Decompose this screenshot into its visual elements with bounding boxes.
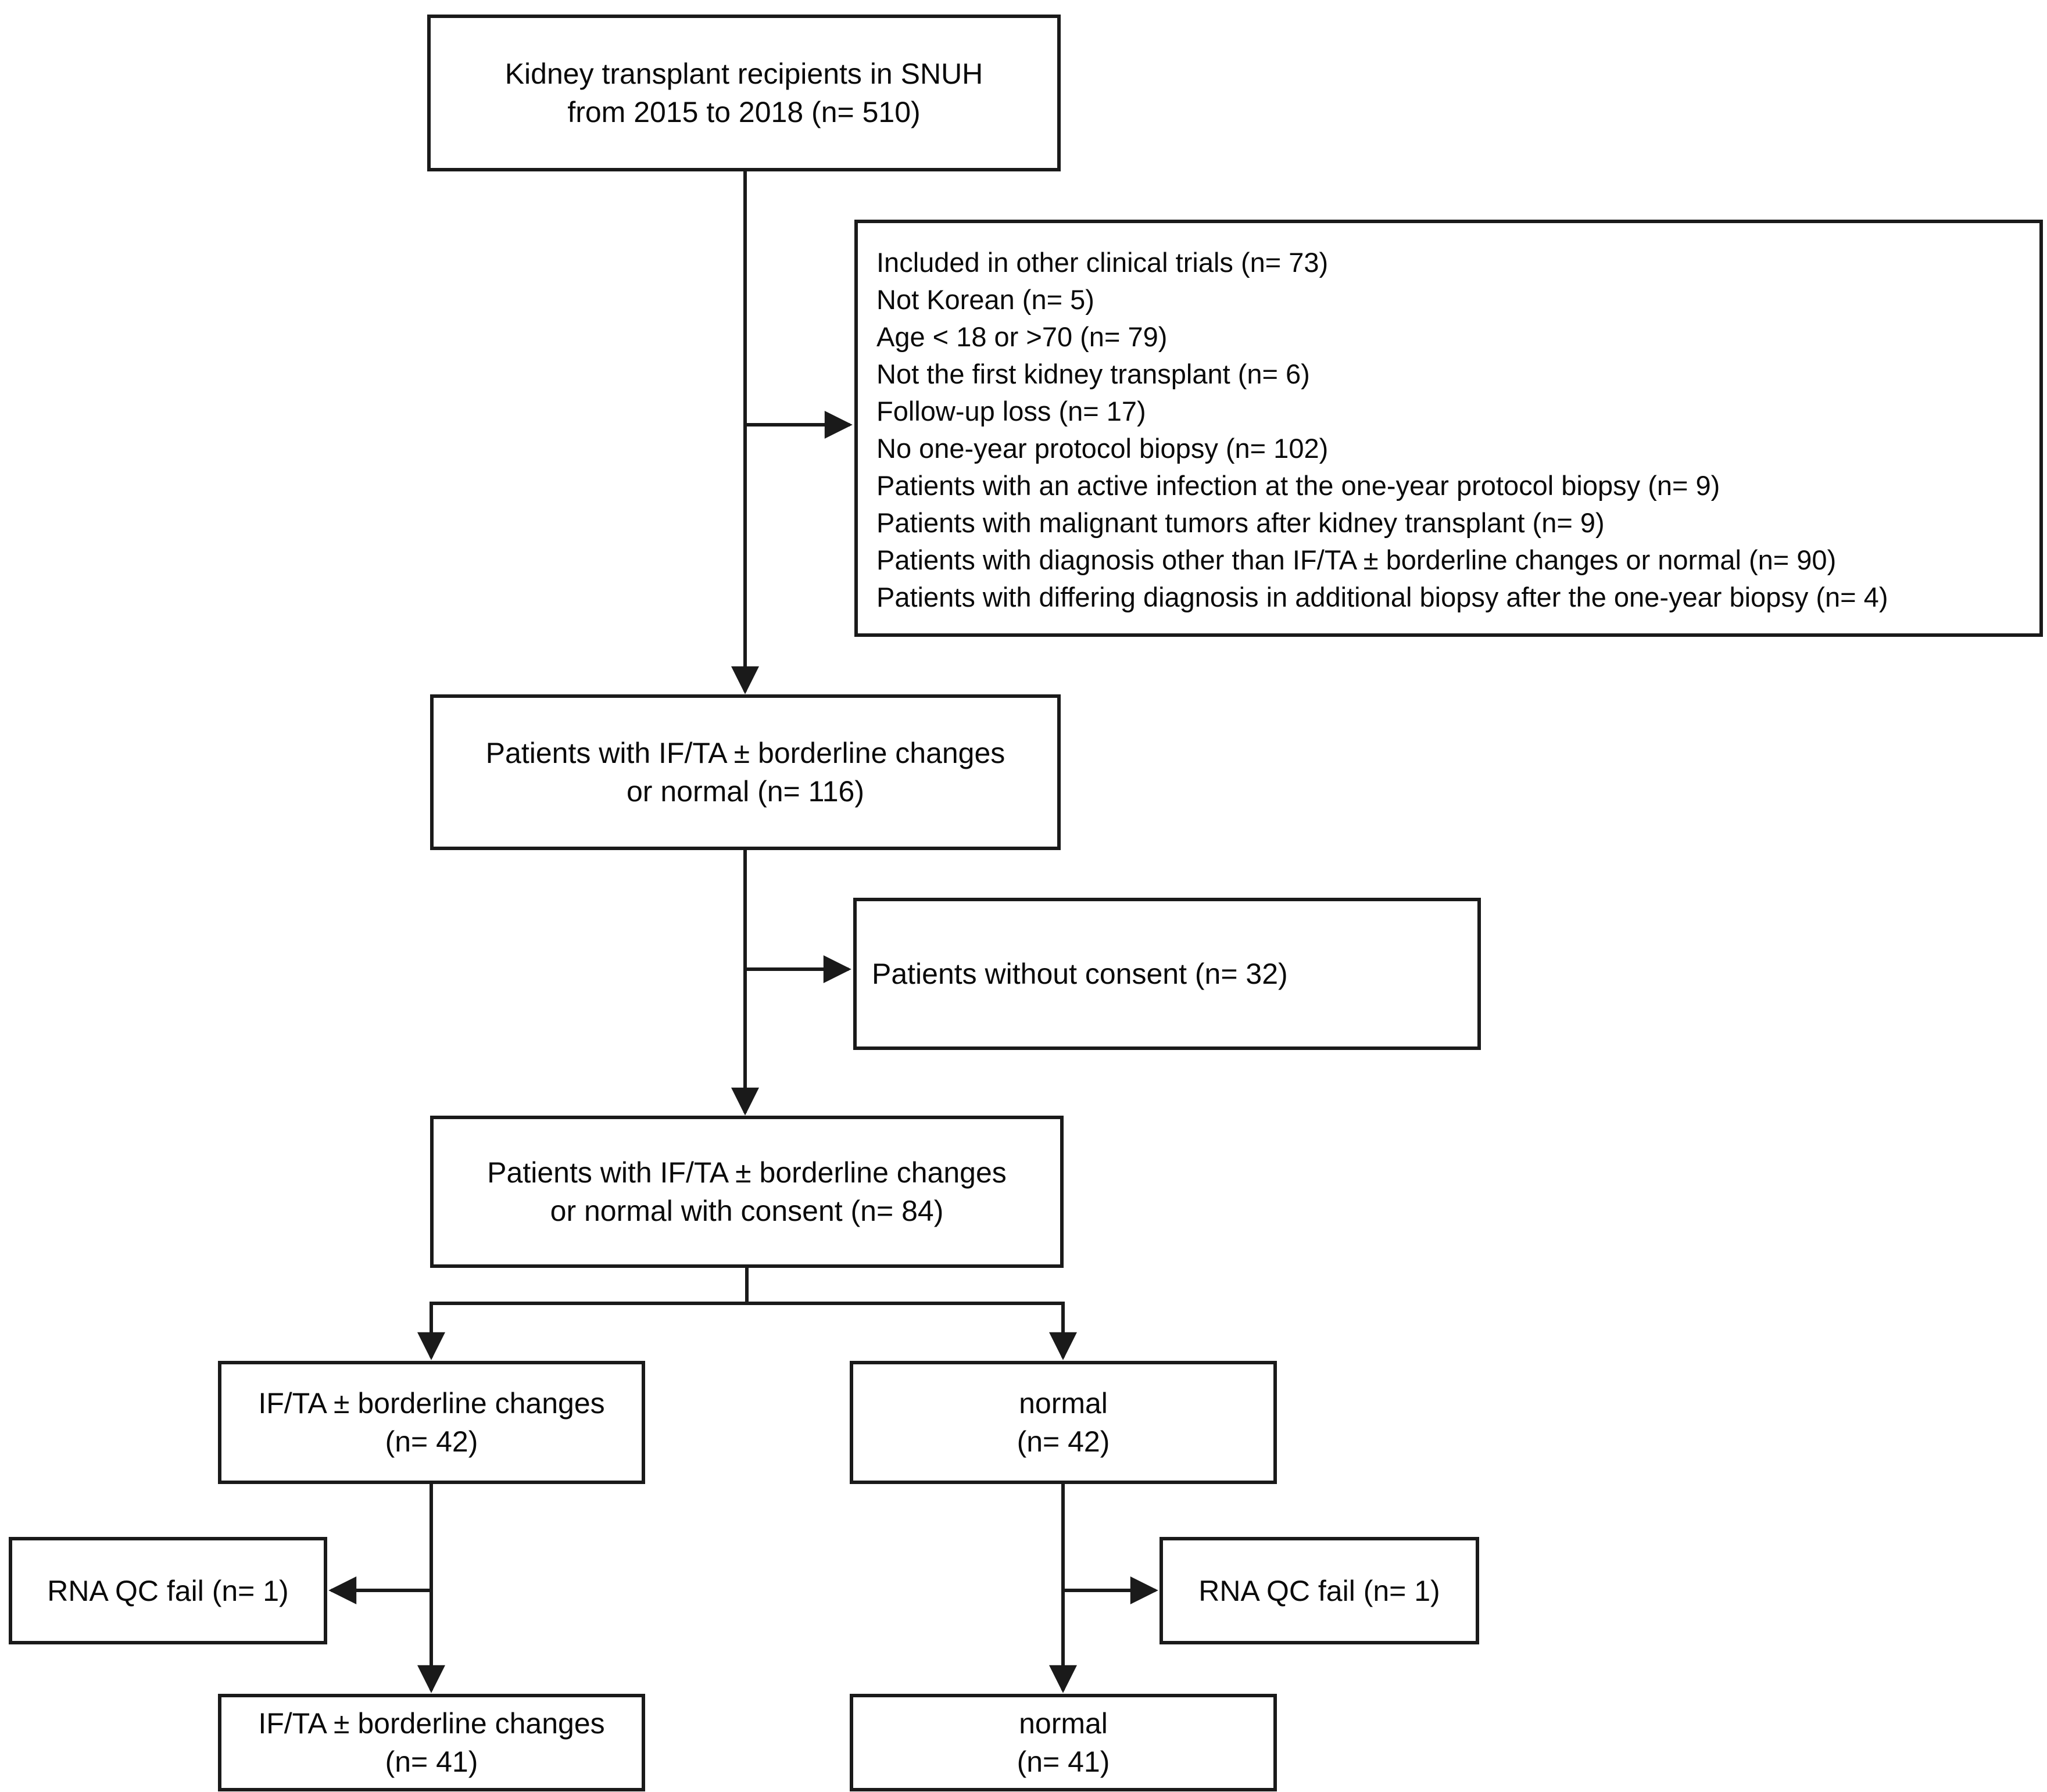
node-ifta-borderline-42: IF/TA ± borderline changes (n= 42) xyxy=(218,1361,645,1484)
node-without-consent: Patients without consent (n= 32) xyxy=(853,898,1481,1050)
node-count: (n= 42) xyxy=(385,1425,478,1458)
node-count: from 2015 to 2018 (n= 510) xyxy=(567,96,921,128)
node-ifta-or-normal: Patients with IF/TA ± borderline changes… xyxy=(430,694,1061,850)
node-text: IF/TA ± borderline changes xyxy=(258,1387,605,1420)
node-ifta-borderline-41: IF/TA ± borderline changes (n= 41) xyxy=(218,1694,645,1791)
node-recipients-total: Kidney transplant recipients in SNUH fro… xyxy=(427,15,1061,171)
node-text: Kidney transplant recipients in SNUH xyxy=(504,58,983,90)
node-count: or normal (n= 116) xyxy=(627,775,864,808)
node-rna-qc-fail-left: RNA QC fail (n= 1) xyxy=(9,1537,327,1644)
node-rna-qc-fail-right: RNA QC fail (n= 1) xyxy=(1160,1537,1479,1644)
exclusion-item: Not Korean (n= 5) xyxy=(876,284,1094,315)
exclusion-item: Patients with diagnosis other than IF/TA… xyxy=(876,544,1837,575)
node-count: (n= 41) xyxy=(385,1746,478,1778)
node-text: Patients with IF/TA ± borderline changes xyxy=(487,1156,1007,1189)
exclusion-item: Age < 18 or >70 (n= 79) xyxy=(876,321,1168,352)
node-count: (n= 41) xyxy=(1017,1746,1110,1778)
exclusion-item: Patients with differing diagnosis in add… xyxy=(876,582,1888,612)
node-count: or normal with consent (n= 84) xyxy=(550,1195,944,1227)
node-normal-41: normal (n= 41) xyxy=(850,1694,1277,1791)
node-exclusion-criteria: Included in other clinical trials (n= 73… xyxy=(854,220,2043,637)
exclusion-item: Included in other clinical trials (n= 73… xyxy=(876,247,1329,278)
node-text: Patients with IF/TA ± borderline changes xyxy=(485,737,1005,769)
node-with-consent: Patients with IF/TA ± borderline changes… xyxy=(430,1116,1064,1268)
exclusion-item: Patients with an active infection at the… xyxy=(876,470,1720,501)
node-text: IF/TA ± borderline changes xyxy=(258,1707,605,1740)
node-text: RNA QC fail (n= 1) xyxy=(47,1574,289,1607)
node-text: RNA QC fail (n= 1) xyxy=(1198,1574,1440,1607)
exclusion-item: No one-year protocol biopsy (n= 102) xyxy=(876,433,1329,464)
exclusion-item: Patients with malignant tumors after kid… xyxy=(876,507,1605,538)
node-text: normal xyxy=(1019,1387,1108,1420)
exclusion-item: Not the first kidney transplant (n= 6) xyxy=(876,359,1310,389)
node-text: normal xyxy=(1019,1707,1108,1740)
node-normal-42: normal (n= 42) xyxy=(850,1361,1277,1484)
node-text: Patients without consent (n= 32) xyxy=(872,958,1288,990)
node-count: (n= 42) xyxy=(1017,1425,1110,1458)
exclusion-item: Follow-up loss (n= 17) xyxy=(876,396,1146,427)
